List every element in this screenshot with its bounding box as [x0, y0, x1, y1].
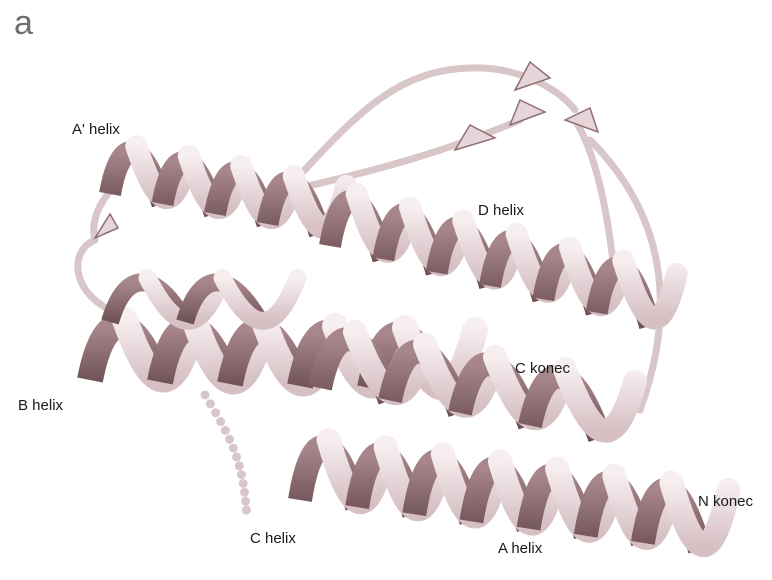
- dotted-segment-bead: [211, 408, 220, 417]
- helix-a: [300, 440, 729, 550]
- dotted-segment-bead: [225, 435, 234, 444]
- dotted-segment-bead: [206, 399, 215, 408]
- dotted-segment-bead: [221, 426, 230, 435]
- dotted-segment-bead: [237, 470, 246, 479]
- dotted-segment-bead: [239, 479, 248, 488]
- label-d-helix: D helix: [478, 202, 524, 219]
- label-n-konec: N konec: [698, 493, 753, 510]
- helix-upper-left: [110, 278, 298, 322]
- disordered-dotted-segment: [201, 391, 251, 515]
- dotted-segment-bead: [235, 461, 244, 470]
- dotted-segment-bead: [229, 444, 238, 453]
- dotted-segment-bead: [201, 391, 210, 400]
- dotted-segment-bead: [242, 506, 251, 515]
- dotted-segment-bead: [241, 497, 250, 506]
- label-b-helix: B helix: [18, 397, 63, 414]
- label-c-konec: C konec: [515, 360, 570, 377]
- helix-segments: [90, 146, 729, 550]
- dotted-segment-bead: [232, 452, 241, 461]
- dotted-segment-bead: [240, 488, 249, 497]
- label-a-prime-helix: A' helix: [72, 121, 120, 138]
- label-c-helix: C helix: [250, 530, 296, 547]
- dotted-segment-bead: [216, 417, 225, 426]
- label-a-helix: A helix: [498, 540, 542, 557]
- panel-letter: a: [14, 4, 33, 43]
